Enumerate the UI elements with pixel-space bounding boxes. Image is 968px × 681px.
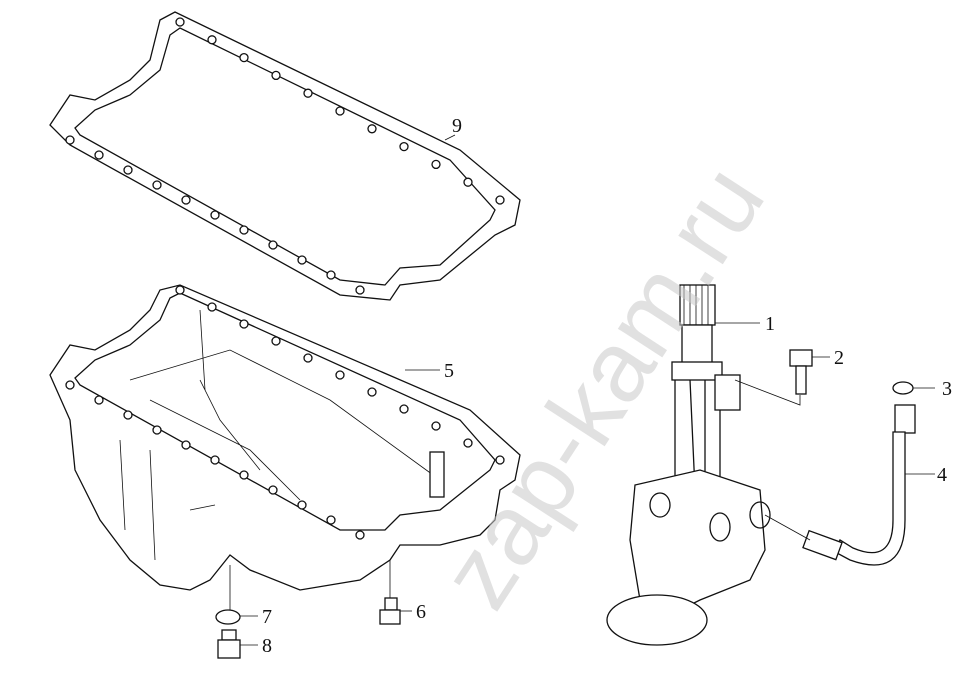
bolt-hole [355,530,365,540]
bolt-hole [239,52,249,63]
bolt-hole [297,500,307,510]
bolt-hole [65,135,75,145]
bolt-hole [463,177,473,187]
bolt-hole [268,485,278,495]
bolt-hole [152,180,162,190]
part-label-2: 2 [834,347,844,369]
bolt-hole [207,35,217,45]
oil-pipe-drawing [764,381,916,566]
leader-lines [199,134,935,646]
bolt-hole [210,210,220,220]
part-label-5: 5 [444,360,454,382]
small-fasteners-drawing [215,560,401,659]
bolt-hole [268,240,278,250]
bolt-hole [335,106,345,116]
bolt-hole [239,470,249,480]
bolt-hole [297,255,307,265]
bolt-hole [94,150,104,160]
bolt-2-drawing [734,349,813,406]
part-label-4: 4 [937,464,947,486]
part-label-9: 9 [452,115,462,137]
part-label-7: 7 [262,606,272,628]
bolt-hole [175,17,185,27]
bolt-hole [239,319,249,329]
bolt-hole [495,195,505,205]
bolt-hole [123,410,133,420]
bolt-hole [326,515,336,525]
bolt-hole [431,421,441,431]
bolt-hole [399,141,409,152]
bolt-hole [65,380,75,390]
bolt-hole [431,159,441,170]
oil-pan-drawing [49,284,521,591]
oil-pan-gasket-drawing [49,11,521,301]
bolt-hole [367,124,377,134]
bolt-hole [271,336,281,346]
bolt-hole [326,270,336,280]
bolt-hole [210,455,220,465]
bolt-hole [495,455,505,465]
bolt-hole [355,285,365,295]
bolt-hole [303,353,313,363]
part-label-6: 6 [416,601,426,623]
bolt-hole [463,438,473,448]
bolt-hole [239,225,249,235]
bolt-hole [207,302,217,312]
bolt-hole [303,88,313,98]
bolt-hole [271,70,281,81]
part-label-3: 3 [942,378,952,400]
bolt-hole [367,387,377,397]
bolt-hole [94,395,104,405]
oil-pump-drawing [606,284,771,646]
bolt-hole [181,195,191,205]
part-label-1: 1 [765,313,775,335]
bolt-hole [335,370,345,380]
bolt-hole [152,425,162,435]
part-label-8: 8 [262,635,272,657]
bolt-hole [399,404,409,414]
bolt-hole [123,165,133,175]
bolt-hole [175,285,185,295]
bolt-hole [181,440,191,450]
